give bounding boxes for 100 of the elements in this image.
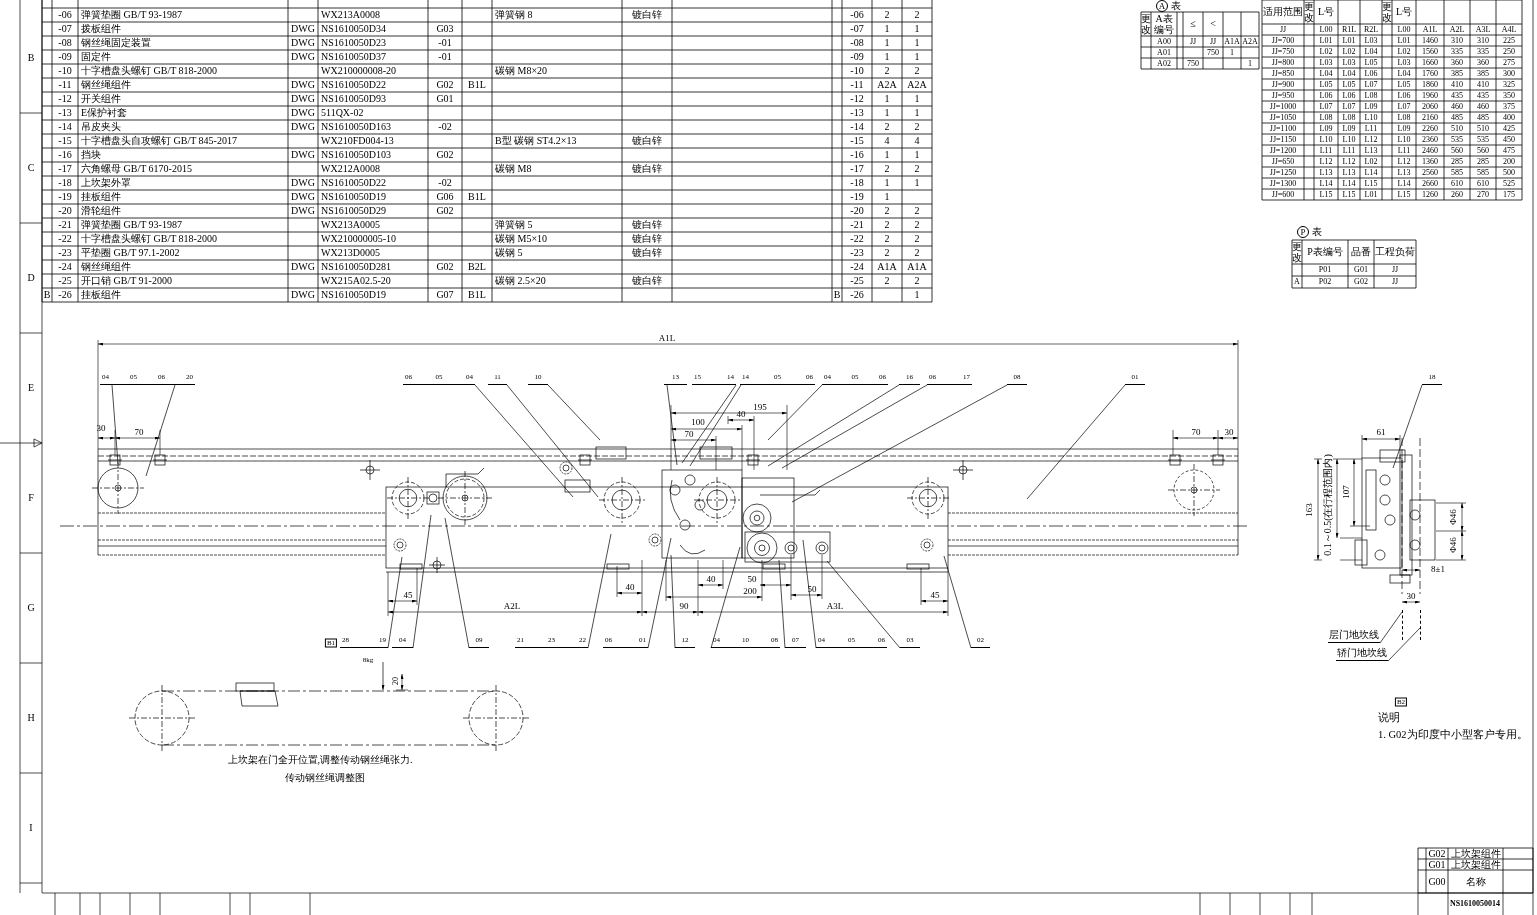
quantity: 2 xyxy=(884,122,890,132)
part-name: 上坎架外罩 xyxy=(81,178,131,188)
table-value: 2560 xyxy=(1422,168,1438,177)
part-name: 弹簧垫圈 GB/T 93-1987 xyxy=(81,220,182,230)
dimension-value: 30 xyxy=(96,423,106,433)
drawing-type: DWG xyxy=(291,94,315,104)
table-value: JJ=1200 xyxy=(1269,146,1297,155)
table-value: L14 xyxy=(1397,179,1411,188)
table-value: L12 xyxy=(1342,157,1356,166)
item-number: -09 xyxy=(58,52,72,62)
item-number: -09 xyxy=(850,52,864,62)
table-value: L08 xyxy=(1319,113,1333,122)
callout-group xyxy=(469,637,489,648)
table-value: G01 xyxy=(1354,266,1368,274)
item-number: -15 xyxy=(58,136,72,146)
drawing-number: NS1610050D281 xyxy=(321,262,391,272)
item-number: -19 xyxy=(58,192,72,202)
drawing-type: DWG xyxy=(291,290,315,300)
item-number: -15 xyxy=(850,136,864,146)
quantity: 2 xyxy=(884,220,890,230)
callout-group xyxy=(664,374,687,385)
surface-finish: 镀白锌 xyxy=(632,276,662,286)
quantity: 2 xyxy=(884,66,890,76)
quantity: 2 xyxy=(914,234,920,244)
item-number: -13 xyxy=(58,108,72,118)
drawing-type: DWG xyxy=(291,206,315,216)
table-value: 1560 xyxy=(1422,47,1438,56)
table-value: L15 xyxy=(1364,179,1378,188)
sill-line xyxy=(1420,610,1421,640)
leader-line xyxy=(710,546,741,649)
quantity: 1 xyxy=(884,24,890,34)
callout-group xyxy=(603,637,648,648)
callout-group xyxy=(392,637,413,648)
table-value: 560 xyxy=(1451,146,1463,155)
leader-line xyxy=(587,533,612,649)
reference-line-label: 层门地坎线 xyxy=(1329,630,1379,640)
table-value: 350 xyxy=(1503,91,1515,100)
table-value: L09 xyxy=(1397,124,1411,133)
table-value: 385 xyxy=(1477,69,1489,78)
table-value: L09 xyxy=(1342,124,1356,133)
dimension-value: 30 xyxy=(1406,591,1416,601)
table-value: 1960 xyxy=(1422,91,1438,100)
item-number: -24 xyxy=(850,262,864,272)
dimension-value: 70 xyxy=(684,429,694,439)
drawing-number: NS1610050014 xyxy=(1449,900,1501,908)
table-value: L15 xyxy=(1397,190,1411,199)
table-value: R1L xyxy=(1341,25,1357,34)
table-header: L号 xyxy=(1395,7,1413,17)
table-header: 更改 xyxy=(1304,1,1314,23)
dimension-value: 70 xyxy=(1191,427,1201,437)
table-value: L05 xyxy=(1342,80,1356,89)
drawing-type: DWG xyxy=(291,150,315,160)
part-name: 钢丝绳固定装置 xyxy=(81,38,151,48)
drawing-number: WX213D0005 xyxy=(321,248,380,258)
item-number: -20 xyxy=(58,206,72,216)
table-value: JJ=950 xyxy=(1271,91,1295,100)
table-value: 410 xyxy=(1477,80,1489,89)
table-value: 410 xyxy=(1451,80,1463,89)
leader-line xyxy=(826,560,901,649)
zone-letter: G xyxy=(27,603,35,613)
quantity: 1 xyxy=(884,94,890,104)
quantity: 4 xyxy=(884,136,890,146)
material-spec: 碳钢 M5×10 xyxy=(495,234,548,244)
table-value: 510 xyxy=(1477,124,1489,133)
length-code: B2L xyxy=(468,262,486,272)
table-value: 385 xyxy=(1451,69,1463,78)
part-name: 平垫圈 GB/T 97.1-2002 xyxy=(81,248,180,258)
quantity: 2 xyxy=(884,276,890,286)
quantity: 2 xyxy=(914,66,920,76)
item-number: -20 xyxy=(850,206,864,216)
quantity: 1 xyxy=(914,24,920,34)
table-value: 475 xyxy=(1503,146,1515,155)
table-value: JJ xyxy=(1391,278,1399,286)
quantity: 2 xyxy=(914,220,920,230)
dimension-value: 195 xyxy=(753,402,767,412)
leader-line xyxy=(781,384,928,469)
callout-group xyxy=(675,637,695,648)
table-value: L11 xyxy=(1319,146,1333,155)
table-value: JJ=900 xyxy=(1271,80,1295,89)
table-value: JJ=750 xyxy=(1271,47,1295,56)
variant-code: G02 xyxy=(1428,848,1446,859)
variant-code: G01 xyxy=(436,94,454,104)
quantity: 1 xyxy=(914,290,920,300)
item-number: -21 xyxy=(58,220,72,230)
table-value: JJ=1150 xyxy=(1269,135,1297,144)
item-number: -14 xyxy=(850,122,864,132)
table-value: L14 xyxy=(1364,168,1378,177)
quantity: 2 xyxy=(884,164,890,174)
leader-line xyxy=(802,539,817,649)
callout-group xyxy=(785,637,806,648)
part-name: 挡块 xyxy=(81,150,101,160)
table-value: A00 xyxy=(1157,37,1171,46)
item-number: -07 xyxy=(58,24,72,34)
table-value: JJ xyxy=(1391,266,1399,274)
leader-line xyxy=(145,384,176,477)
quantity: 1 xyxy=(914,150,920,160)
item-number: -25 xyxy=(850,276,864,286)
leader-line xyxy=(444,517,470,649)
variant-code: G00 xyxy=(1428,876,1446,887)
drawing-type: DWG xyxy=(291,108,315,118)
